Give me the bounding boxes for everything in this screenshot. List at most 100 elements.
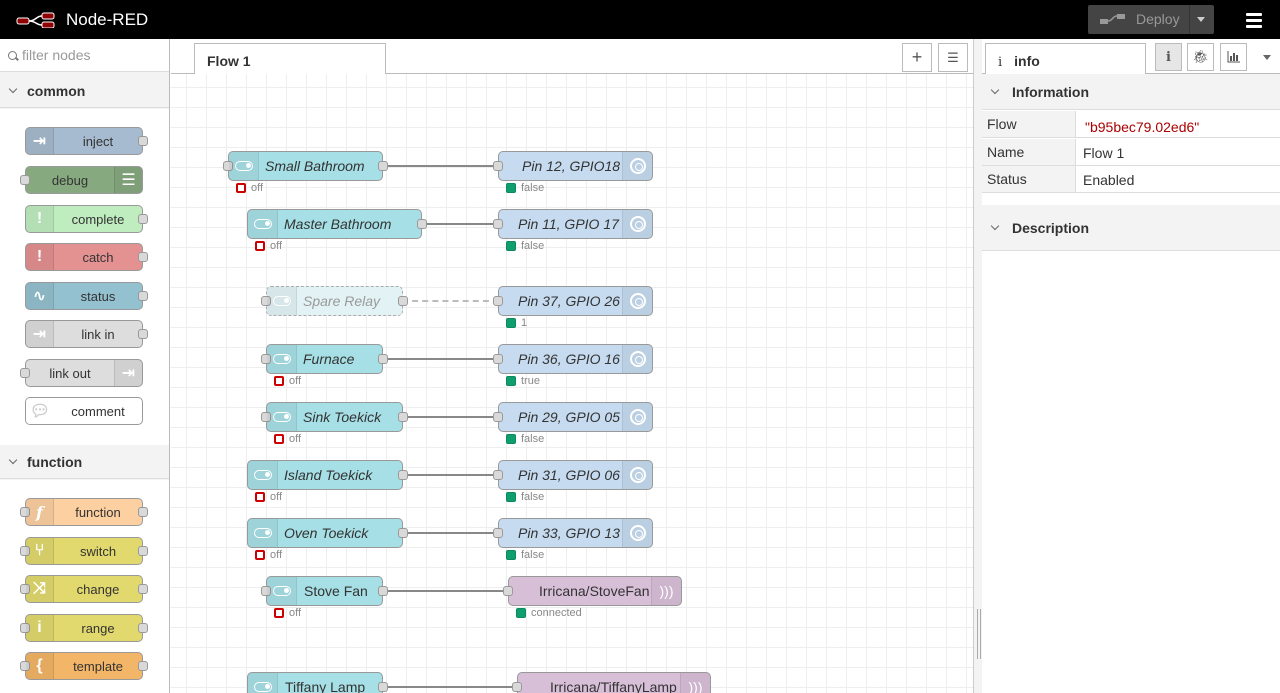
wire[interactable]	[402, 532, 499, 534]
wire[interactable]	[382, 165, 499, 167]
output-port[interactable]	[417, 219, 427, 229]
node-label: range	[81, 621, 115, 636]
output-port[interactable]	[378, 161, 388, 171]
category-function-header[interactable]: function	[0, 445, 169, 479]
output-port[interactable]	[398, 296, 408, 306]
input-port[interactable]	[493, 470, 503, 480]
deploy-button[interactable]: Deploy	[1088, 5, 1214, 34]
rpi-out-node-pin33[interactable]: Pin 33, GPIO 13	[493, 518, 653, 548]
toggle-icon	[267, 577, 297, 605]
palette-node-template[interactable]: { template	[20, 652, 148, 680]
switch-node-oven-toekick[interactable]: Oven Toekick	[247, 518, 408, 548]
output-port	[138, 252, 148, 262]
section-description-header[interactable]: Description	[982, 205, 1280, 251]
rpi-out-node-pin29[interactable]: Pin 29, GPIO 05	[493, 402, 653, 432]
rpi-out-node-pin11[interactable]: Pin 11, GPIO 17	[493, 209, 653, 239]
wire[interactable]	[382, 686, 518, 688]
input-port[interactable]	[503, 586, 513, 596]
wire[interactable]	[382, 358, 499, 360]
status-text: false	[521, 549, 545, 561]
rpi-out-node-pin12[interactable]: Pin 12, GPIO18	[493, 151, 653, 181]
input-port[interactable]	[493, 219, 503, 229]
debug-tab-button[interactable]: 🐞︎	[1187, 43, 1214, 71]
section-label: Description	[1012, 219, 1090, 236]
toggle-icon	[267, 287, 297, 315]
output-port[interactable]	[378, 354, 388, 364]
dashboard-tab-button[interactable]	[1220, 43, 1247, 71]
palette-node-range[interactable]: i range	[20, 614, 148, 642]
palette-node-inject[interactable]: ⇥ inject	[25, 127, 148, 155]
palette-node-link-out[interactable]: link out ⇥	[20, 359, 143, 387]
palette-node-debug[interactable]: debug ☰	[20, 166, 143, 194]
switch-node-stove-fan[interactable]: Stove Fan	[261, 576, 388, 606]
input-port	[261, 354, 271, 364]
node-label: Small Bathroom	[265, 158, 365, 174]
mqtt-out-node-stove-fan[interactable]: Irricana/StoveFan )))	[503, 576, 682, 606]
workspace-tabs: Flow 1 + ☰	[171, 39, 973, 75]
add-flow-button[interactable]: +	[902, 43, 932, 72]
palette-node-link-in[interactable]: ⇥ link in	[25, 320, 148, 348]
palette-node-switch[interactable]: ⑂ switch	[20, 537, 148, 565]
node-status: false	[506, 491, 544, 503]
info-tab-button[interactable]: i	[1155, 43, 1182, 71]
input-port[interactable]	[493, 354, 503, 364]
palette-node-function[interactable]: f function	[20, 498, 148, 526]
output-port[interactable]	[398, 412, 408, 422]
link-out-icon: ⇥	[114, 360, 142, 386]
wire[interactable]	[402, 474, 499, 476]
switch-node-furnace[interactable]: Furnace	[261, 344, 388, 374]
rpi-out-node-pin37[interactable]: Pin 37, GPIO 26	[493, 286, 653, 316]
main-menu-button[interactable]	[1244, 11, 1266, 29]
prop-value[interactable]: "b95bec79.02ed6"	[1085, 119, 1200, 135]
input-port[interactable]	[493, 528, 503, 538]
arrow-in-icon: ⇥	[26, 128, 54, 154]
status-indicator	[236, 183, 246, 193]
category-common-header[interactable]: common	[0, 74, 169, 108]
flow-canvas[interactable]: Small Bathroom off Pin 12, GPIO18 false …	[171, 74, 973, 693]
workspace-scrollbar[interactable]	[973, 39, 982, 693]
palette-node-change[interactable]: ⤨ change	[20, 575, 148, 603]
input-port[interactable]	[493, 161, 503, 171]
wire[interactable]	[402, 300, 499, 302]
palette-node-status[interactable]: ∿ status	[25, 282, 148, 310]
rpi-out-node-pin36[interactable]: Pin 36, GPIO 16	[493, 344, 653, 374]
input-port[interactable]	[512, 682, 522, 692]
switch-node-tiffany-lamp[interactable]: Tiffany Lamp	[247, 672, 388, 693]
tab-flow-1[interactable]: Flow 1	[194, 43, 386, 75]
palette-node-comment[interactable]: 💬︎ comment	[25, 397, 143, 425]
status-indicator	[255, 241, 265, 251]
flow-list-button[interactable]: ☰	[938, 43, 968, 72]
deploy-menu-caret-icon[interactable]	[1197, 17, 1205, 22]
input-port[interactable]	[493, 412, 503, 422]
exclamation-icon: !	[26, 206, 54, 232]
switch-node-master-bathroom[interactable]: Master Bathroom	[247, 209, 427, 239]
input-port[interactable]	[493, 296, 503, 306]
deploy-label: Deploy	[1136, 11, 1180, 27]
palette-node-catch[interactable]: ! catch	[25, 243, 148, 271]
raspberry-pi-icon	[622, 210, 652, 238]
mqtt-out-node-tiffany-lamp[interactable]: Irricana/TiffanyLamp )))	[512, 672, 711, 693]
switch-node-small-bathroom[interactable]: Small Bathroom	[223, 151, 388, 181]
output-port[interactable]	[398, 470, 408, 480]
wire[interactable]	[421, 223, 499, 225]
palette-node-complete[interactable]: ! complete	[25, 205, 148, 233]
switch-node-spare-relay[interactable]: Spare Relay	[261, 286, 408, 316]
section-information-header[interactable]: Information	[982, 74, 1280, 110]
bug-icon: 🐞︎	[1192, 49, 1209, 64]
output-port[interactable]	[378, 682, 388, 692]
rpi-out-node-pin31[interactable]: Pin 31, GPIO 06	[493, 460, 653, 490]
wire[interactable]	[402, 416, 499, 418]
switch-node-sink-toekick[interactable]: Sink Toekick	[261, 402, 408, 432]
node-label: Tiffany Lamp	[285, 679, 366, 693]
filter-nodes-input[interactable]: filter nodes	[0, 39, 169, 72]
drag-handle[interactable]	[977, 609, 981, 659]
status-indicator	[506, 318, 516, 328]
wire[interactable]	[382, 590, 509, 592]
switch-node-island-toekick[interactable]: Island Toekick	[247, 460, 408, 490]
output-port[interactable]	[378, 586, 388, 596]
status-indicator	[274, 376, 284, 386]
sidebar-menu-caret-icon[interactable]	[1263, 55, 1271, 60]
output-port[interactable]	[398, 528, 408, 538]
node-label: Pin 37, GPIO 26	[518, 293, 620, 309]
